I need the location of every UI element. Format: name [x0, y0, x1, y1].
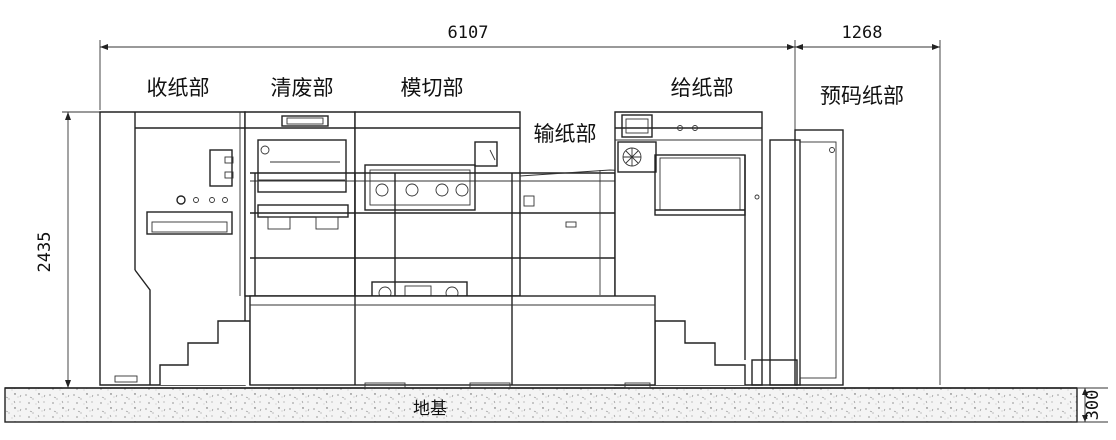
prepile-unit: [751, 129, 844, 386]
prestack-length-dimension: 1268: [795, 23, 941, 385]
total-length-value: 6107: [448, 23, 489, 43]
label-stripping-section: 清废部: [271, 76, 334, 100]
prestack-length-value: 1268: [842, 23, 883, 43]
label-transfer-section: 输纸部: [534, 122, 597, 146]
label-feeder-section: 给纸部: [671, 76, 734, 100]
die-cutting-unit: [354, 111, 521, 305]
base-cabinets: [249, 295, 656, 389]
delivery-unit: [99, 111, 246, 386]
label-prepile-section: 预码纸部: [820, 84, 904, 108]
height-dimension: 2435: [35, 111, 130, 389]
pit-depth-dimension: 300: [1077, 387, 1108, 423]
machine-body: [99, 111, 844, 389]
foundation-slab: [4, 387, 1078, 423]
total-length-dimension: 6107: [99, 23, 796, 130]
label-die-cutting-section: 模切部: [401, 76, 464, 100]
pit-depth-value: 300: [1083, 390, 1103, 421]
height-value: 2435: [35, 232, 55, 273]
steps-left: [159, 320, 251, 385]
stripping-unit: [244, 111, 356, 297]
foundation-label: 地基: [413, 399, 447, 419]
label-delivery-section: 收纸部: [147, 76, 210, 100]
